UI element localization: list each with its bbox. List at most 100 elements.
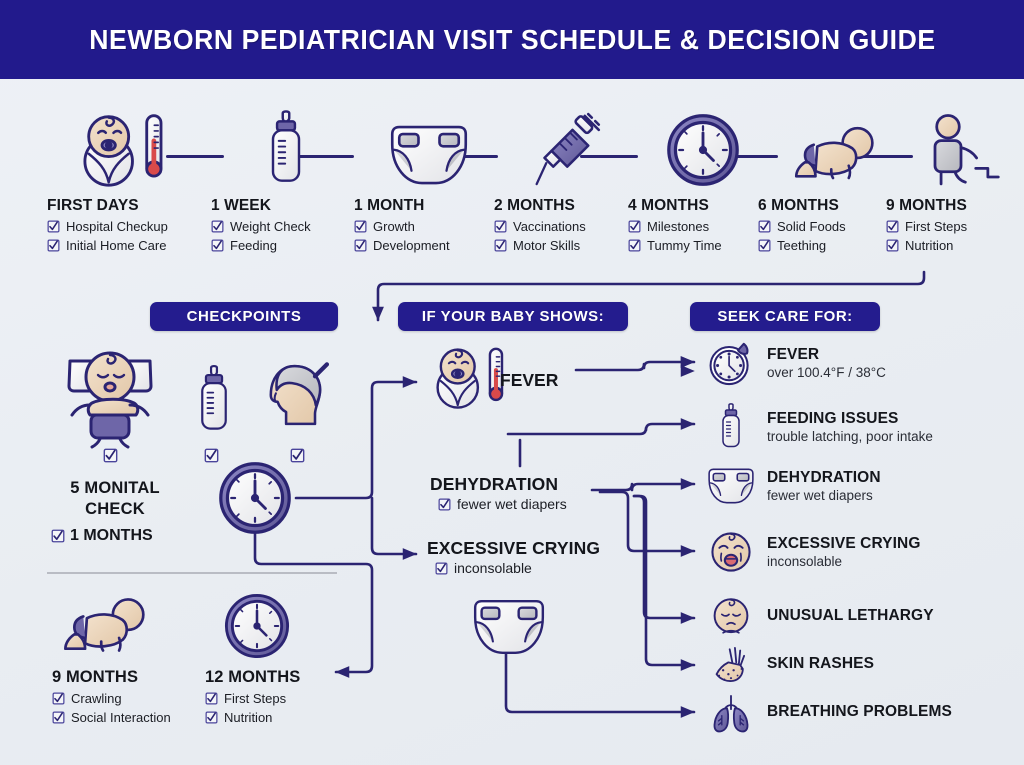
check-label: Initial Home Care [66,238,167,253]
seek-care-item-excessive-crying[interactable]: EXCESSIVE CRYING inconsolable [708,530,920,574]
seek-care-item-feeding-issues[interactable]: FEEDING ISSUES trouble latching, poor in… [708,401,933,453]
banner-label: SEEK CARE FOR: [717,308,853,325]
checkpoint-item-9-months[interactable]: 9 MONTHS Crawling Social Interaction [52,598,212,725]
clock-icon [217,460,293,536]
banner-if-baby-shows[interactable]: IF YOUR BABY SHOWS: [398,302,628,331]
checkpoints-months[interactable]: 1 MONTHS [51,527,153,545]
checkpoint-item-12-months[interactable]: 12 MONTHS First Steps Nutrition [205,592,365,725]
checkbox-icon [51,529,65,543]
timeline-item-first-days[interactable]: FIRST DAYS Hospital Checkup Initial Home… [47,110,197,253]
check-label: Solid Foods [777,219,846,234]
timeline-connector-6 [855,155,913,158]
seek-care-item-fever[interactable]: FEVER over 100.4°F / 38°C [708,340,886,386]
checkbox-icon[interactable] [103,448,118,463]
connector-clock-to-crying [370,496,418,560]
timeline-check-item: Vaccinations [494,219,644,234]
timeline-check-item: Development [354,238,504,253]
timeline-item-label: 9 MONTHS [886,197,967,214]
check-label: Motor Skills [513,238,581,253]
banner-seek-care-for[interactable]: SEEK CARE FOR: [690,302,880,331]
connector-timeline-to-symptoms [372,270,926,322]
timeline-check-item: Hospital Checkup [47,219,197,234]
check-label: Crawling [71,691,122,706]
timeline-item-label: 6 MONTHS [758,197,839,214]
symptom-sub-label: fewer wet diapers [457,496,567,512]
timeline-check-item: Motor Skills [494,238,644,253]
timeline-check-item: First Steps [886,219,1024,234]
timeline-item-6-months[interactable]: 6 MONTHS Solid Foods Teething [758,110,908,253]
seek-care-sub: trouble latching, poor intake [767,429,933,445]
symptoms-column: FEVER DEHYDRATION fewer wet diapers EXCE… [400,0,690,765]
connector-fever-right [574,356,696,372]
seek-care-sub: over 100.4°F / 38°C [767,365,886,381]
checkpoints-months-label: 1 MONTHS [70,527,153,544]
check-label: Nutrition [224,710,273,725]
timeline-check-item: Solid Foods [758,219,908,234]
crying-baby-icon [708,530,754,574]
head-profile-icon [264,358,332,432]
banner-checkpoints[interactable]: CHECKPOINTS [150,302,338,331]
clock-icon [205,592,365,660]
rash-hand-icon [708,644,754,686]
timeline-item-label: 2 MONTHS [494,197,575,214]
check-label: Teething [777,238,827,253]
checkbox-icon [205,711,218,724]
check-label: Tummy Time [647,238,722,253]
timeline-connector-1 [166,155,224,158]
check-label: First Steps [224,691,287,706]
connector-to-12-months [253,532,374,678]
check-label: Feeding [230,238,277,253]
connector-to-breathing [504,652,696,718]
seek-care-item-unusual-lethargy[interactable]: UNUSUAL LETHARGY [708,596,934,638]
checkbox-icon [52,711,65,724]
timeline-item-9-months[interactable]: 9 MONTHS First Steps Nutrition [886,110,1024,253]
checkpoints-title-line2: CHECK [85,499,145,518]
checkpoint-check-item: Social Interaction [52,710,212,725]
timeline-item-4-months[interactable]: 4 MONTHS Milestones Tummy Time [628,110,778,253]
timeline-connector-2 [296,155,354,158]
check-label: Growth [373,219,415,234]
lungs-icon [708,692,754,734]
seek-care-sub: inconsolable [767,554,843,570]
timeline-check-item: Initial Home Care [47,238,197,253]
check-label: Nutrition [905,238,954,253]
timeline-check-item: Feeding [211,238,361,253]
timeline-check-item: Growth [354,219,504,234]
sleeping-baby-icon [60,345,160,449]
seek-care-item-dehydration[interactable]: DEHYDRATION fewer wet diapers [708,466,881,506]
checkbox-icon [52,692,65,705]
checkpoints-column: 5 MONITAL CHECK 1 MONTHS 9 MONTHS Crawli… [0,0,400,765]
baby-bottle-icon [708,401,754,453]
timeline-check-item: Nutrition [886,238,1024,253]
check-label: Hospital Checkup [66,219,168,234]
connector-dehydration-to-crying [598,490,696,557]
check-label: Social Interaction [71,710,171,725]
symptom-title-dehydration: DEHYDRATION [430,474,559,494]
timeline-item-label: 4 MONTHS [628,197,709,214]
symptom-title-excessive-crying: EXCESSIVE CRYING [427,538,601,558]
seek-care-title: UNUSUAL LETHARGY [767,607,934,625]
check-label: First Steps [905,219,968,234]
banner-label: CHECKPOINTS [186,308,302,325]
timeline-item-label: 1 MONTH [354,197,425,214]
checkpoint-item-label: 12 MONTHS [205,668,301,686]
timeline-section: FIRST DAYS Hospital Checkup Initial Home… [0,0,1024,280]
seek-care-item-skin-rashes[interactable]: SKIN RASHES [708,644,874,686]
timeline-item-1-month[interactable]: 1 MONTH Growth Development [354,110,504,253]
sleepy-baby-icon [708,596,754,638]
checkpoints-title-line1: 5 MONITAL [70,479,160,497]
seek-care-title: SKIN RASHES [767,655,875,673]
timeline-item-2-months[interactable]: 2 MONTHS Vaccinations Motor Skills [494,110,644,253]
connector-clock-to-fever [294,376,418,500]
stopwatch-icon [708,340,754,386]
timeline-item-1-week[interactable]: 1 WEEK Weight Check Feeding [211,110,361,253]
timeline-connector-5 [720,155,778,158]
timeline-item-label: 1 WEEK [211,197,272,214]
diaper-icon [462,598,556,656]
seek-care-title: FEEDING ISSUES [767,409,899,427]
checkpoint-check-item: Nutrition [205,710,365,725]
seek-care-item-breathing-problems[interactable]: BREATHING PROBLEMS [708,692,952,734]
timeline-item-label: FIRST DAYS [47,197,139,214]
